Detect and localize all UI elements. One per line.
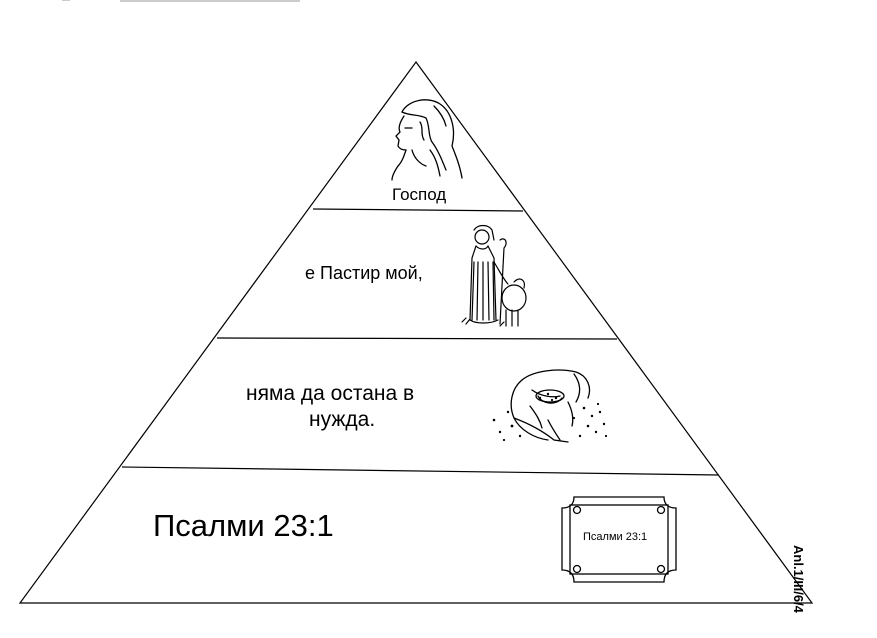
tier-3-label: няма да остана в нужда. [246,381,414,433]
pyramid-outline [18,60,814,604]
shepherd-with-lamb-icon [461,224,527,327]
tier-3-line-1: няма да остана в [246,382,415,405]
divider-1 [312,208,524,212]
tier-2-label: е Пастир мой, [305,263,423,283]
divider-3 [121,466,720,476]
jesus-portrait-icon [391,99,463,181]
tier-4-reference: Псалми 23:1 [153,508,334,543]
scattered-grain [492,392,608,442]
framed-plaque-icon [561,496,677,583]
tier-3-line-2: нужда. [309,408,376,431]
page-code: Anl.1/III/6/4 [791,545,806,613]
scan-marks [62,0,300,2]
tier-1-label: Господ [392,185,447,204]
plaque-label: Псалми 23:1 [583,531,648,543]
woman-gathering-icon [510,369,591,443]
divider-2 [216,337,618,340]
